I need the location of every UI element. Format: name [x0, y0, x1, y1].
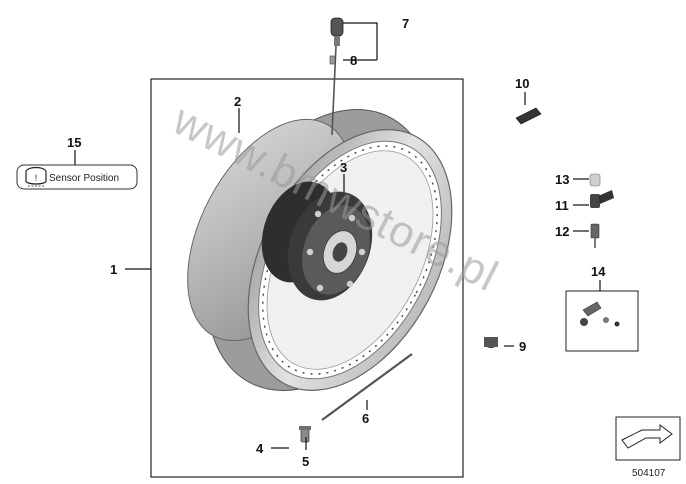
valve-kit-parts — [580, 301, 620, 327]
callout-4: 4 — [256, 441, 264, 456]
wheel-frame — [150, 78, 464, 478]
callout-14: 14 — [591, 264, 606, 279]
diagram-code: 504107 — [632, 468, 666, 479]
tire-pressure-sensor — [589, 173, 614, 248]
direction-arrow-icon — [621, 424, 673, 449]
callout-3: 3 — [340, 160, 347, 175]
callout-1: 1 — [110, 262, 117, 277]
leader-lines — [74, 22, 601, 450]
callout-8: 8 — [350, 53, 357, 68]
callout-11: 11 — [555, 198, 569, 213]
valve-stem — [329, 17, 344, 136]
wheel-hub — [261, 181, 373, 301]
callout-2: 2 — [234, 94, 241, 109]
callout-13: 13 — [555, 172, 569, 187]
callout-5: 5 — [302, 454, 309, 469]
callout-6: 6 — [362, 411, 369, 426]
axle-rod — [321, 353, 413, 421]
spacer-sleeve — [484, 337, 498, 348]
callout-10: 10 — [515, 76, 529, 91]
balance-weight — [515, 107, 542, 125]
callout-15: 15 — [67, 135, 81, 150]
callout-9: 9 — [519, 339, 526, 354]
svg-text:!: ! — [35, 173, 38, 183]
sensor-position-plate — [16, 164, 138, 190]
wheel-bolt — [299, 426, 311, 443]
valve-kit-box — [565, 290, 639, 352]
tpms-warning-icon: ! — [25, 166, 47, 187]
callout-12: 12 — [555, 224, 569, 239]
sensor-position-label: Sensor Position — [49, 173, 119, 184]
callout-7: 7 — [402, 16, 409, 31]
